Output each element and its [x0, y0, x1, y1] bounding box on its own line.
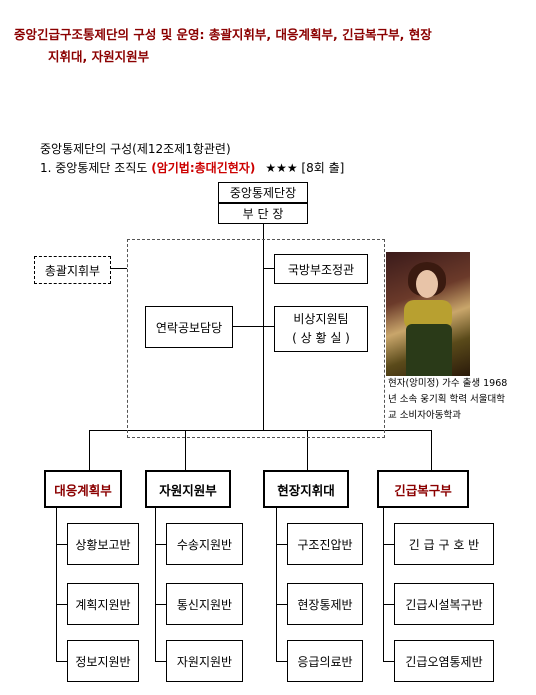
photo-caption: 현자(앙미정) 가수 출생 1968년 소속 웅기획 학력 서울대학교 소비자아…: [388, 378, 508, 421]
department-box: 현장지휘대: [263, 470, 349, 508]
defense-box: 국방부조정관: [274, 254, 368, 284]
command-box: 총괄지휘부: [34, 256, 111, 284]
page-heading: 중앙긴급구조통제단의 구성 및 운영: 총괄지휘부, 대응계획부, 긴급복구부,…: [14, 24, 529, 68]
main-trunk-line: [263, 224, 264, 430]
unit-connector: [56, 604, 67, 605]
staff-dashed-area: [127, 239, 385, 438]
unit-box: 상황보고반: [67, 523, 139, 565]
unit-connector: [155, 604, 166, 605]
unit-connector: [276, 604, 287, 605]
departments-bus: [89, 430, 431, 431]
defense-connector: [263, 268, 274, 269]
unit-box: 긴 급 구 호 반: [394, 523, 494, 565]
unit-connector: [383, 661, 394, 662]
situation-room-label: ( 상 황 실 ): [292, 331, 350, 345]
liaison-connector: [233, 326, 274, 327]
heading-line2: 지휘대, 자원지원부: [48, 49, 150, 64]
emergency-team-label: 비상지원팀: [293, 312, 349, 326]
person-photo: [386, 252, 470, 376]
heading-line1: 중앙긴급구조통제단의 구성 및 운영: 총괄지휘부, 대응계획부, 긴급복구부,…: [14, 27, 432, 42]
unit-box: 긴급시설복구반: [394, 583, 494, 625]
unit-box: 구조진압반: [287, 523, 363, 565]
item1-highlight: (암기법:총대긴현자): [151, 161, 256, 175]
section-title: 중앙통제단의 구성(제12조제1항관련): [40, 142, 231, 156]
unit-connector: [56, 661, 67, 662]
unit-connector: [276, 661, 287, 662]
item1-stars: ★★★: [265, 161, 298, 175]
command-connector: [111, 268, 127, 269]
dept-drop-2: [185, 430, 186, 470]
department-box: 자원지원부: [145, 470, 231, 508]
unit-box: 수송지원반: [166, 523, 243, 565]
unit-box: 계획지원반: [67, 583, 139, 625]
unit-box: 현장통제반: [287, 583, 363, 625]
department-spine-line: [276, 508, 277, 661]
liaison-box: 연락공보담당: [145, 306, 233, 348]
unit-connector: [276, 544, 287, 545]
dept-drop-3: [307, 430, 308, 470]
emergency-team-box: 비상지원팀 ( 상 황 실 ): [274, 306, 368, 352]
deputy-box: 부 단 장: [218, 203, 308, 224]
unit-box: 긴급오염통제반: [394, 640, 494, 682]
unit-box: 자원지원반: [166, 640, 243, 682]
item1-line: 1. 중앙통제단 조직도 (암기법:총대긴현자) ★★★ [8회 출]: [40, 159, 344, 176]
department-spine-line: [383, 508, 384, 661]
unit-box: 응급의료반: [287, 640, 363, 682]
item1-prefix: 1. 중앙통제단 조직도: [40, 161, 152, 175]
unit-connector: [56, 544, 67, 545]
department-box: 긴급복구부: [377, 470, 469, 508]
department-spine-line: [155, 508, 156, 661]
unit-connector: [383, 604, 394, 605]
unit-connector: [383, 544, 394, 545]
unit-box: 정보지원반: [67, 640, 139, 682]
unit-connector: [155, 661, 166, 662]
commander-box: 중앙통제단장: [218, 182, 308, 203]
dept-drop-1: [89, 430, 90, 470]
department-spine-line: [56, 508, 57, 661]
unit-connector: [155, 544, 166, 545]
department-box: 대응계획부: [44, 470, 122, 508]
unit-box: 통신지원반: [166, 583, 243, 625]
item1-note: [8회 출]: [297, 161, 345, 175]
dept-drop-4: [431, 430, 432, 470]
